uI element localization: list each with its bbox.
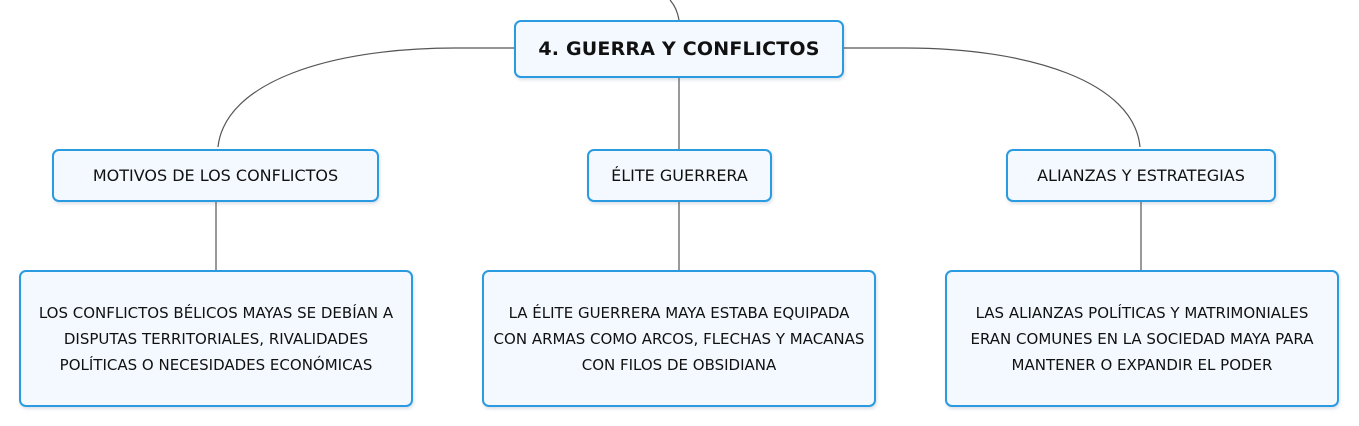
connector-root-to-alianzas (844, 47, 1141, 148)
topic-motivos-de-los-conflictos[interactable]: MOTIVOS DE LOS CONFLICTOS (52, 149, 379, 202)
subtopic-text: LAS ALIANZAS POLÍTICAS Y MATRIMONIALES E… (970, 303, 1314, 374)
subtopic-text: LOS CONFLICTOS BÉLICOS MAYAS SE DEBÍAN A… (38, 303, 394, 374)
topic-label: MOTIVOS DE LOS CONFLICTOS (92, 166, 339, 185)
subtopic-text: LA ÉLITE GUERRERA MAYA ESTABA EQUIPADA C… (493, 303, 865, 374)
topic-label: ÉLITE GUERRERA (611, 166, 748, 185)
topic-alianzas-y-estrategias[interactable]: ALIANZAS Y ESTRATEGIAS (1006, 149, 1276, 202)
subtopic-motivos-detail[interactable]: LOS CONFLICTOS BÉLICOS MAYAS SE DEBÍAN A… (19, 270, 413, 407)
parent-connector (669, 0, 680, 21)
root-topic-label: 4. GUERRA Y CONFLICTOS (538, 38, 820, 60)
topic-label: ALIANZAS Y ESTRATEGIAS (1037, 166, 1245, 185)
topic-elite-guerrera[interactable]: ÉLITE GUERRERA (587, 149, 772, 202)
connector-root-to-motivos (217, 47, 514, 148)
subtopic-elite-detail[interactable]: LA ÉLITE GUERRERA MAYA ESTABA EQUIPADA C… (482, 270, 876, 407)
subtopic-alianzas-detail[interactable]: LAS ALIANZAS POLÍTICAS Y MATRIMONIALES E… (945, 270, 1339, 407)
root-topic[interactable]: 4. GUERRA Y CONFLICTOS (514, 20, 844, 78)
